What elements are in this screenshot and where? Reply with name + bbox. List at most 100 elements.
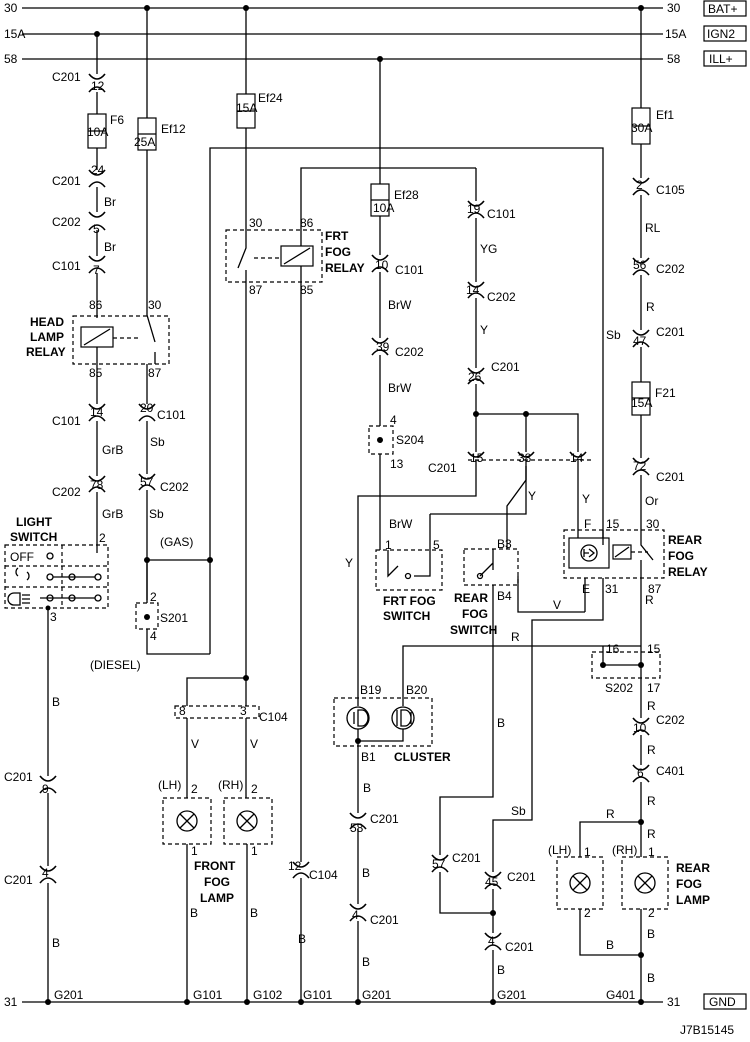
svg-text:C201: C201 bbox=[656, 470, 685, 484]
svg-text:FRT FOG: FRT FOG bbox=[383, 594, 436, 608]
svg-text:Br: Br bbox=[104, 240, 116, 254]
bus-ign2-right-label: 15A bbox=[665, 27, 686, 41]
svg-text:(RH): (RH) bbox=[612, 843, 637, 857]
svg-text:87: 87 bbox=[648, 582, 662, 596]
svg-text:72: 72 bbox=[633, 459, 647, 473]
svg-text:FOG: FOG bbox=[325, 245, 351, 259]
svg-text:V: V bbox=[191, 737, 199, 751]
svg-text:G101: G101 bbox=[193, 988, 223, 1002]
svg-text:C201: C201 bbox=[370, 913, 399, 927]
svg-text:30: 30 bbox=[249, 216, 263, 230]
svg-text:B: B bbox=[362, 955, 370, 969]
ef24-branch: 15A Ef24 bbox=[236, 8, 283, 230]
svg-text:3: 3 bbox=[50, 610, 57, 624]
svg-text:57: 57 bbox=[140, 475, 154, 489]
svg-text:SWITCH: SWITCH bbox=[450, 623, 497, 637]
connector-c101-7 bbox=[88, 267, 106, 274]
bus-bat-right-label: 30 bbox=[667, 1, 681, 15]
svg-text:2: 2 bbox=[150, 590, 157, 604]
svg-text:C201: C201 bbox=[52, 70, 81, 84]
svg-text:39: 39 bbox=[376, 340, 390, 354]
svg-text:C201: C201 bbox=[656, 325, 685, 339]
svg-text:S202: S202 bbox=[605, 681, 633, 695]
svg-text:C201: C201 bbox=[52, 174, 81, 188]
svg-text:C202: C202 bbox=[160, 480, 189, 494]
svg-text:4: 4 bbox=[150, 629, 157, 643]
splice-s204 bbox=[368, 425, 394, 455]
svg-text:CLUSTER: CLUSTER bbox=[394, 750, 451, 764]
svg-text:G201: G201 bbox=[362, 988, 392, 1002]
connector-c201-26 bbox=[467, 378, 485, 385]
svg-text:Ef24: Ef24 bbox=[258, 91, 283, 105]
svg-text:2: 2 bbox=[191, 782, 198, 796]
svg-text:14: 14 bbox=[466, 283, 480, 297]
svg-text:57: 57 bbox=[432, 857, 446, 871]
svg-text:2: 2 bbox=[648, 906, 655, 920]
svg-text:Sb: Sb bbox=[511, 804, 526, 818]
svg-text:Ef12: Ef12 bbox=[161, 122, 186, 136]
svg-text:16: 16 bbox=[606, 642, 620, 656]
svg-text:2: 2 bbox=[99, 531, 106, 545]
svg-text:14: 14 bbox=[90, 405, 104, 419]
svg-text:86: 86 bbox=[300, 216, 314, 230]
connector-c202-56 bbox=[632, 269, 650, 276]
svg-text:B20: B20 bbox=[406, 683, 428, 697]
svg-text:Y: Y bbox=[528, 489, 536, 503]
svg-text:R: R bbox=[647, 794, 656, 808]
svg-text:B: B bbox=[497, 963, 505, 977]
front-fog-lamp-rh bbox=[223, 797, 273, 845]
svg-text:10: 10 bbox=[375, 258, 389, 272]
svg-text:R: R bbox=[511, 630, 520, 644]
svg-text:3: 3 bbox=[240, 704, 247, 718]
svg-text:C202: C202 bbox=[395, 345, 424, 359]
svg-text:B: B bbox=[362, 866, 370, 880]
svg-text:19: 19 bbox=[467, 202, 481, 216]
svg-text:B: B bbox=[190, 906, 198, 920]
svg-text:C101: C101 bbox=[52, 259, 81, 273]
svg-text:4: 4 bbox=[352, 908, 359, 922]
svg-text:LIGHT: LIGHT bbox=[16, 515, 53, 529]
connector-c201-9 bbox=[39, 787, 57, 794]
svg-text:Or: Or bbox=[645, 494, 658, 508]
connector-c101-19 bbox=[467, 212, 485, 219]
svg-text:BrW: BrW bbox=[389, 517, 413, 531]
diagram-code: J7B15145 bbox=[680, 1023, 734, 1037]
rear-switch-ground-branch: 57 C201 45 C201 4 C201 B G201 bbox=[431, 851, 536, 1002]
svg-text:15: 15 bbox=[647, 642, 661, 656]
svg-text:YG: YG bbox=[480, 242, 497, 256]
svg-text:FOG: FOG bbox=[462, 607, 488, 621]
svg-text:24: 24 bbox=[91, 163, 105, 177]
bus-ign2-left-label: 15A bbox=[4, 27, 25, 41]
svg-text:G201: G201 bbox=[54, 988, 84, 1002]
svg-text:10A: 10A bbox=[87, 125, 108, 139]
svg-text:Ef1: Ef1 bbox=[656, 108, 674, 122]
svg-text:2: 2 bbox=[251, 782, 258, 796]
svg-text:30: 30 bbox=[148, 298, 162, 312]
svg-text:C201: C201 bbox=[507, 870, 536, 884]
bus-ign2-tag: IGN2 bbox=[707, 27, 735, 41]
svg-text:6: 6 bbox=[637, 766, 644, 780]
svg-text:4: 4 bbox=[390, 413, 397, 427]
connector-c201-12 bbox=[88, 73, 106, 80]
svg-text:B: B bbox=[497, 716, 505, 730]
svg-text:LAMP: LAMP bbox=[30, 330, 64, 344]
connector-c202-5 bbox=[88, 224, 106, 231]
svg-text:BrW: BrW bbox=[388, 298, 412, 312]
svg-text:(GAS): (GAS) bbox=[160, 535, 193, 549]
svg-text:S204: S204 bbox=[396, 433, 424, 447]
connector-c201-4-c bbox=[484, 944, 502, 951]
head-lamp-branch: C201 12 10A F6 C201 24 Br C202 5 Br C101… bbox=[52, 34, 124, 548]
connector-c401-6 bbox=[632, 776, 650, 783]
bus-bat-tag: BAT+ bbox=[708, 2, 737, 16]
svg-text:C104: C104 bbox=[259, 710, 288, 724]
svg-text:31: 31 bbox=[605, 582, 619, 596]
svg-text:30: 30 bbox=[646, 517, 660, 531]
svg-text:2: 2 bbox=[636, 178, 643, 192]
svg-text:(RH): (RH) bbox=[218, 778, 243, 792]
svg-text:13: 13 bbox=[390, 457, 404, 471]
svg-text:FRONT: FRONT bbox=[194, 859, 236, 873]
svg-text:56: 56 bbox=[633, 258, 647, 272]
svg-text:C202: C202 bbox=[52, 485, 81, 499]
svg-text:RELAY: RELAY bbox=[26, 345, 66, 359]
